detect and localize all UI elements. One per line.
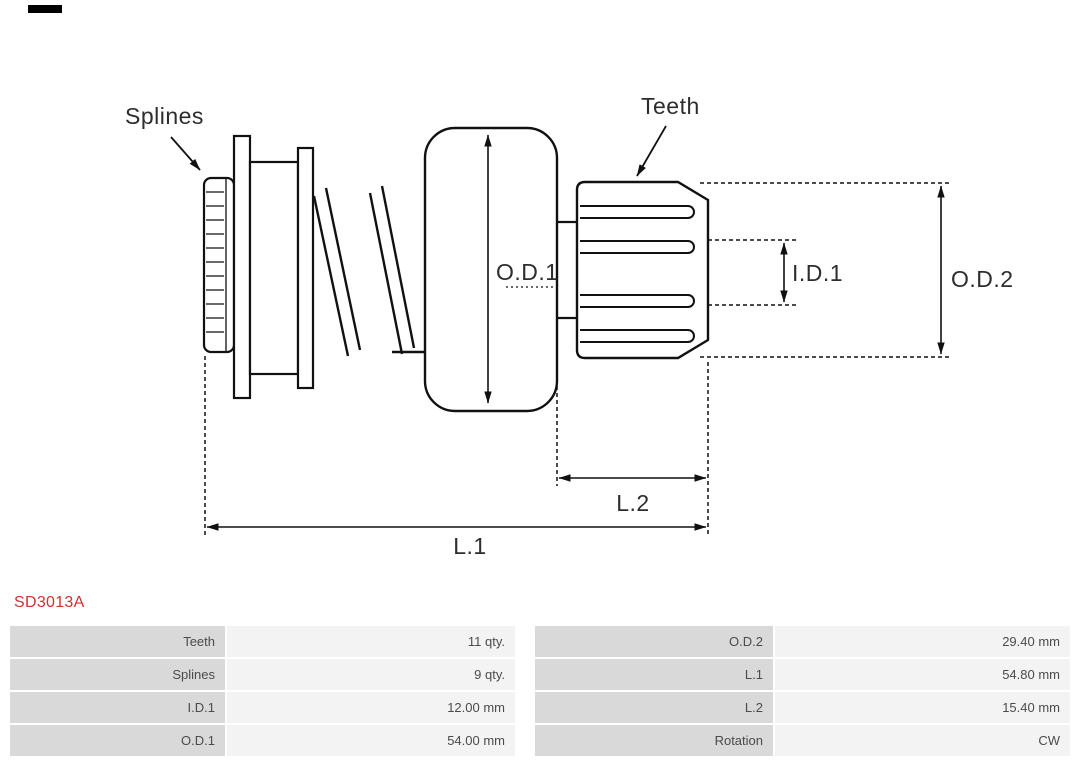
spec-label: I.D.1 — [10, 692, 225, 723]
spec-value: 54.00 mm — [227, 725, 515, 756]
construction-lines — [204, 182, 950, 535]
column-spacer — [517, 626, 533, 657]
id1-label: I.D.1 — [792, 260, 843, 286]
column-spacer — [517, 659, 533, 690]
column-spacer — [517, 725, 533, 756]
od2-label: O.D.2 — [951, 266, 1014, 292]
spec-label: O.D.2 — [535, 626, 773, 657]
table-row: I.D.1 12.00 mm L.2 15.40 mm — [10, 692, 1070, 723]
spec-value: 29.40 mm — [775, 626, 1070, 657]
spec-value: 12.00 mm — [227, 692, 515, 723]
starter-drive-diagram: Splines Teeth O.D.1 I.D.1 O.D.2 L.2 L.1 — [125, 93, 1014, 559]
spec-value: 9 qty. — [227, 659, 515, 690]
top-left-mark — [28, 5, 62, 13]
table-row: O.D.1 54.00 mm Rotation CW — [10, 725, 1070, 756]
table-row: Teeth 11 qty. O.D.2 29.40 mm — [10, 626, 1070, 657]
spec-value: 54.80 mm — [775, 659, 1070, 690]
splines-label: Splines — [125, 103, 204, 129]
spec-label: Splines — [10, 659, 225, 690]
spec-label: Teeth — [10, 626, 225, 657]
teeth-leader — [636, 125, 667, 177]
spec-table: Teeth 11 qty. O.D.2 29.40 mm Splines 9 q… — [8, 624, 1072, 758]
part-number: SD3013A — [14, 594, 85, 611]
l1-label: L.1 — [453, 533, 486, 559]
spec-label: L.1 — [535, 659, 773, 690]
spec-label: Rotation — [535, 725, 773, 756]
pinion-gear — [575, 180, 710, 360]
splines-leader — [170, 136, 201, 171]
spec-label: L.2 — [535, 692, 773, 723]
od1-label: O.D.1 — [496, 259, 559, 285]
spec-value: CW — [775, 725, 1070, 756]
spec-value: 11 qty. — [227, 626, 515, 657]
dimension-lines — [206, 134, 945, 531]
splined-shaft — [202, 176, 236, 354]
leader-arrows — [170, 125, 667, 177]
teeth-label: Teeth — [641, 93, 700, 119]
l2-label: L.2 — [616, 490, 649, 516]
table-row: Splines 9 qty. L.1 54.80 mm — [10, 659, 1070, 690]
drive-spring — [312, 185, 425, 357]
flange-discs — [232, 134, 315, 400]
spec-value: 15.40 mm — [775, 692, 1070, 723]
column-spacer — [517, 692, 533, 723]
spec-label: O.D.1 — [10, 725, 225, 756]
neck — [557, 220, 577, 320]
